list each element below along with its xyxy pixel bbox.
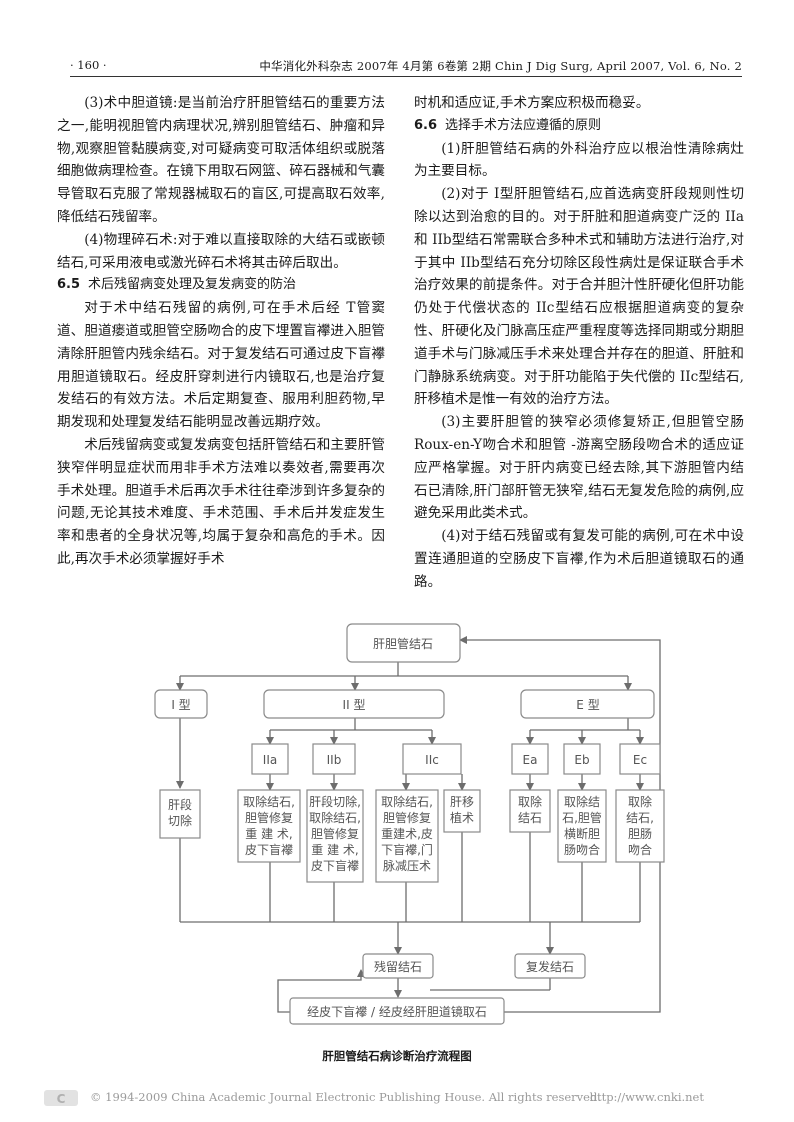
liver-transplant-box [443,789,481,833]
flowchart-text-line: 取除结石, [309,810,361,825]
recurrent-stone-label: 复发结石 [526,959,574,974]
flowchart-text-line: 石,胆管 [562,810,602,825]
resection-box [159,789,201,839]
flowchart-text-line: 取除 [628,794,652,809]
flowchart-text-line: 胆管修复 [245,810,293,825]
flowchart-text-line: 胆管修复 [383,810,431,825]
flowchart-text-line: 下盲襻,门 [381,842,433,857]
ec-treatment-box [615,789,665,863]
paragraph: 术后残留病变或复发病变包括肝管结石和主要肝管狭窄伴明显症状而用非手术方法难以奏效… [57,436,385,567]
right-column: 时机和适应证,手术方案应积极而稳妥。 6.6 选择手术方法应遵循的原则 (1)肝胆… [414,92,744,594]
flowchart-text-line: 肝段 [168,797,192,812]
iia-treatment-box [237,789,301,863]
flowchart-text-line: 结石 [518,811,542,825]
flowchart-text-line: 肠吻合 [564,842,600,857]
type-e-label: E 型 [576,698,599,712]
flowchart-text-line: 结石, [626,811,654,825]
page-footer: C © 1994-2009 China Academic Journal Ele… [42,1086,742,1116]
ec-label: Ec [633,753,647,767]
flowchart-text-line: 脉减压术 [383,858,431,873]
section-title: 术后残留病变处理及复发病变的防治 [88,277,297,293]
paragraph: (4)对于结石残留或有复发可能的病例,可在术中设置连通胆道的空肠皮下盲襻,作为术… [414,528,744,590]
flowchart-text-line: 肝移 [450,795,474,809]
section-title: 选择手术方法应遵循的原则 [445,117,602,133]
svg-text:C: C [57,1092,66,1106]
liver-transplant-text: 肝移植术 [450,795,474,825]
iia-box [251,743,289,775]
type-i-box [154,689,208,719]
footer-url: http://www.cnki.net [589,1090,704,1104]
choledochoscopy-label: 经皮下盲襻 / 经皮经肝胆道镜取石 [307,1004,487,1019]
root-node-box [346,623,461,663]
root-node-label: 肝胆管结石 [373,636,433,651]
cnki-logo-icon: C [44,1090,78,1106]
iib-label: IIb [327,753,342,767]
page-number: · 160 · [70,58,107,72]
iic-treatment-box [375,789,439,883]
section-number: 6.6 [414,117,438,133]
iib-box [312,743,356,775]
flowchart-text-line: 皮下盲襻 [245,842,293,857]
iib-treatment-box [306,789,364,883]
paragraph: (2)对于 I型肝胆管结石,应首选病变肝段规则性切除以达到治愈的目的。对于肝脏和… [414,186,744,408]
eb-treatment-box [557,789,607,863]
paragraph: (3)主要肝胆管的狭窄必须修复矫正,但胆管空肠 Roux-en-Y吻合术和胆管 … [414,414,744,522]
paragraph: 对于术中结石残留的病例,可在手术后经 T管窦道、胆道瘘道或胆管空肠吻合的皮下埋置… [57,300,385,431]
ea-box [511,743,549,775]
type-e-box [520,689,655,719]
flowchart-text-line: 取除 [518,794,542,809]
ea-treatment-text: 取除结石 [518,794,542,825]
type-ii-label: II 型 [343,698,366,712]
iic-label: IIc [425,753,439,767]
residual-stone-label: 残留结石 [374,960,422,974]
eb-box [563,743,601,775]
flowchart-text-line: 植术 [450,810,474,825]
flowchart-text-line: 皮下盲襻 [311,858,359,873]
section-heading-6-5: 6.5 术后残留病变处理及复发病变的防治 [57,274,385,297]
flowchart-text-line: 重 建 术, [311,843,358,857]
residual-stone-box [362,953,434,979]
paragraph: (1)肝胆管结石病的外科治疗应以根治性清除病灶为主要目标。 [414,140,744,180]
iia-label: IIa [263,753,277,767]
figure-caption: 肝胆管结石病诊断治疗流程图 [322,1049,472,1063]
flowchart-text-line: 取除结石, [243,794,295,809]
paragraph: (3)术中胆道镜:是当前治疗肝胆管结石的重要方法之一,能明视胆管内病理状况,辨别… [57,95,385,225]
flowchart-text-line: 胆管修复 [311,826,359,841]
section-number: 6.5 [57,277,81,293]
paragraph: (4)物理碎石术:对于难以直接取除的大结石或嵌顿结石,可采用液电或激光碎石术将其… [57,231,385,271]
ec-box [619,743,661,775]
flowchart-text-line: 肝段切除, [309,794,361,809]
journal-citation: 中华消化外科杂志 2007年 4月第 6卷第 2期 Chin J Dig Sur… [259,59,742,73]
resection-text: 肝段切除 [168,797,192,828]
choledochoscopy-box [289,997,505,1025]
copyright-notice: © 1994-2009 China Academic Journal Elect… [90,1090,601,1104]
ea-label: Ea [523,753,538,767]
section-heading-6-6: 6.6 选择手术方法应遵循的原则 [414,115,744,138]
flowchart-text-line: 横断胆 [564,826,600,841]
recurrent-stone-box [514,953,586,979]
running-header: · 160 · 中华消化外科杂志 2007年 4月第 6卷第 2期 Chin J… [70,58,742,77]
flowchart-text-line: 取除结 [564,794,600,809]
left-column: (3)术中胆道镜:是当前治疗肝胆管结石的重要方法之一,能明视胆管内病理状况,辨别… [57,92,385,571]
flowchart-text-line: 取除结石, [381,794,433,809]
flowchart-text-line: 重建术,皮 [381,827,433,841]
paragraph: 时机和适应证,手术方案应积极而稳妥。 [414,95,650,111]
flowchart-text-line: 重 建 术, [245,827,292,841]
flowchart-text-line: 吻合 [628,842,652,857]
iic-box [402,743,462,775]
type-i-label: I 型 [171,698,190,712]
flowchart-text-line: 胆肠 [628,827,652,841]
type-ii-box [263,689,445,719]
flowchart-text-line: 切除 [168,813,192,828]
ea-treatment-box [509,789,551,833]
eb-label: Eb [574,753,589,767]
